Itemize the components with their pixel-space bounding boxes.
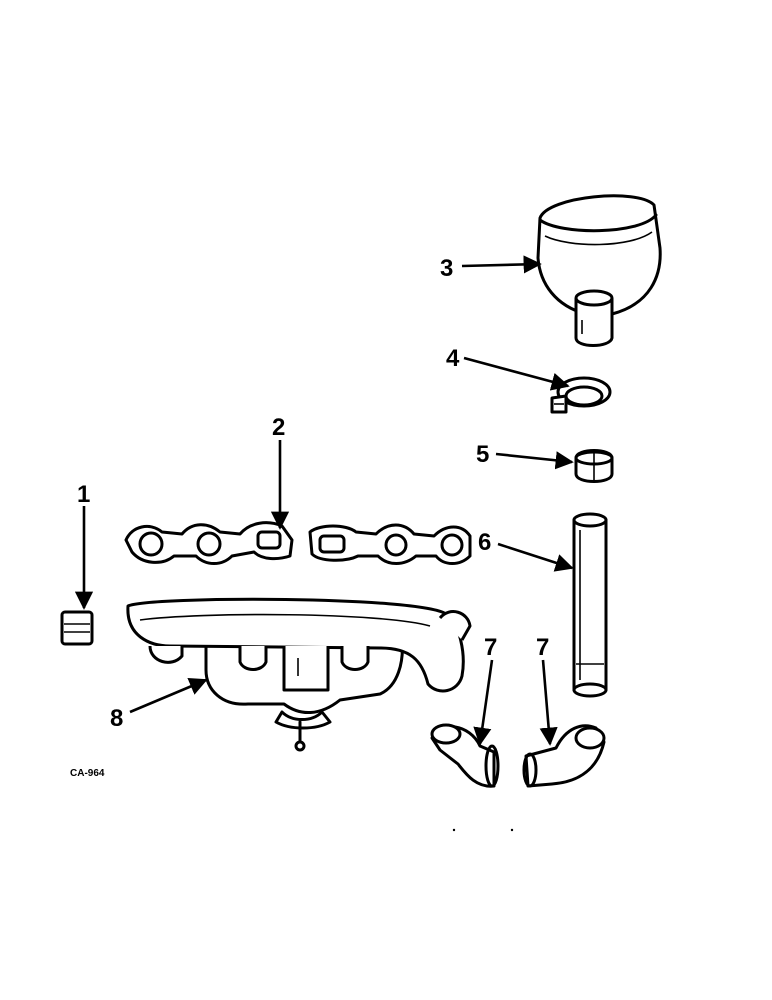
gasket-part-right bbox=[308, 523, 472, 565]
leader-4 bbox=[463, 356, 570, 391]
elbow-part-left bbox=[430, 723, 500, 788]
muffler-part bbox=[536, 194, 662, 347]
leader-8 bbox=[129, 677, 208, 714]
elbow-part-right bbox=[522, 724, 606, 788]
sleeve-part bbox=[574, 449, 614, 483]
leader-7b bbox=[539, 659, 558, 746]
callout-7b: 7 bbox=[536, 634, 549, 661]
callout-1: 1 bbox=[77, 481, 90, 508]
leader-5 bbox=[495, 451, 574, 470]
scan-specks bbox=[452, 828, 514, 832]
figure-id: CA-964 bbox=[70, 768, 105, 779]
leader-7a bbox=[473, 659, 494, 746]
callout-7a: 7 bbox=[484, 634, 497, 661]
callout-3: 3 bbox=[440, 255, 453, 282]
pipe-part bbox=[572, 512, 608, 698]
callout-8: 8 bbox=[110, 705, 123, 732]
callout-5: 5 bbox=[476, 441, 489, 468]
fitting-part bbox=[60, 610, 94, 646]
leader-3 bbox=[461, 255, 542, 274]
callout-2: 2 bbox=[272, 414, 285, 441]
exhaust-manifold-part bbox=[126, 597, 472, 752]
clamp-part bbox=[550, 376, 612, 414]
callout-6: 6 bbox=[478, 529, 491, 556]
callout-4: 4 bbox=[446, 345, 460, 372]
leader-6 bbox=[497, 542, 574, 572]
gasket-part-left bbox=[124, 521, 294, 565]
